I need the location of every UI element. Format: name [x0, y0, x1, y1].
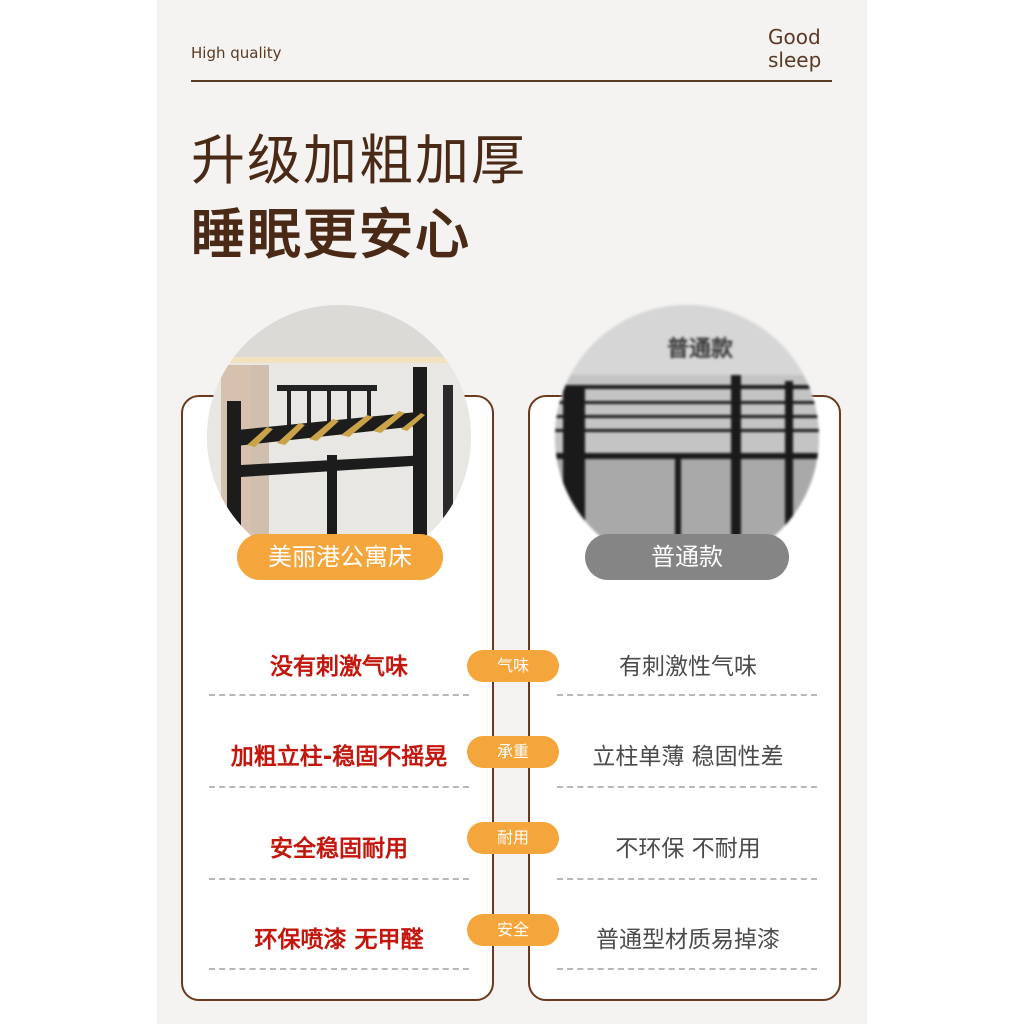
row-divider — [209, 694, 469, 696]
badge-durable: 耐用 — [467, 822, 559, 854]
premium-bed-illustration — [207, 305, 471, 569]
product-page: High quality Good sleep 升级加粗加厚 睡眠更安心 — [157, 0, 867, 1024]
row-divider — [557, 878, 817, 880]
ordinary-feature-durable: 不环保 不耐用 — [615, 836, 761, 862]
ordinary-feature-safety: 普通型材质易掉漆 — [596, 927, 780, 953]
premium-bed-photo — [207, 305, 471, 569]
headline-upgrade: 升级加粗加厚 — [191, 129, 527, 192]
badge-odor: 气味 — [467, 650, 559, 682]
badge-load: 承重 — [467, 736, 559, 768]
header-divider — [191, 80, 832, 82]
row-divider — [209, 968, 469, 970]
row-divider — [557, 786, 817, 788]
our-feature-odor: 没有刺激气味 — [270, 654, 408, 680]
ordinary-product-label: 普通款 — [585, 534, 789, 580]
badge-safety: 安全 — [467, 914, 559, 946]
tagline-good-sleep: Good sleep — [768, 26, 821, 72]
row-divider — [557, 694, 817, 696]
our-feature-safety: 环保喷漆 无甲醛 — [254, 927, 424, 953]
headline-sleep-safe: 睡眠更安心 — [191, 203, 471, 266]
ordinary-feature-load: 立柱单薄 稳固性差 — [592, 744, 784, 770]
our-feature-durable: 安全稳固耐用 — [270, 836, 408, 862]
ordinary-feature-odor: 有刺激性气味 — [619, 654, 757, 680]
our-product-label: 美丽港公寓床 — [237, 534, 443, 580]
row-divider — [209, 878, 469, 880]
ordinary-bed-photo: 普通款 — [555, 305, 819, 569]
ordinary-photo-caption: 普通款 — [667, 337, 734, 362]
tagline-high-quality: High quality — [191, 44, 282, 62]
tagline-good: Good — [768, 25, 821, 49]
our-feature-load: 加粗立柱-稳固不摇晃 — [230, 744, 448, 770]
tagline-sleep: sleep — [768, 48, 822, 72]
row-divider — [209, 786, 469, 788]
row-divider — [557, 968, 817, 970]
